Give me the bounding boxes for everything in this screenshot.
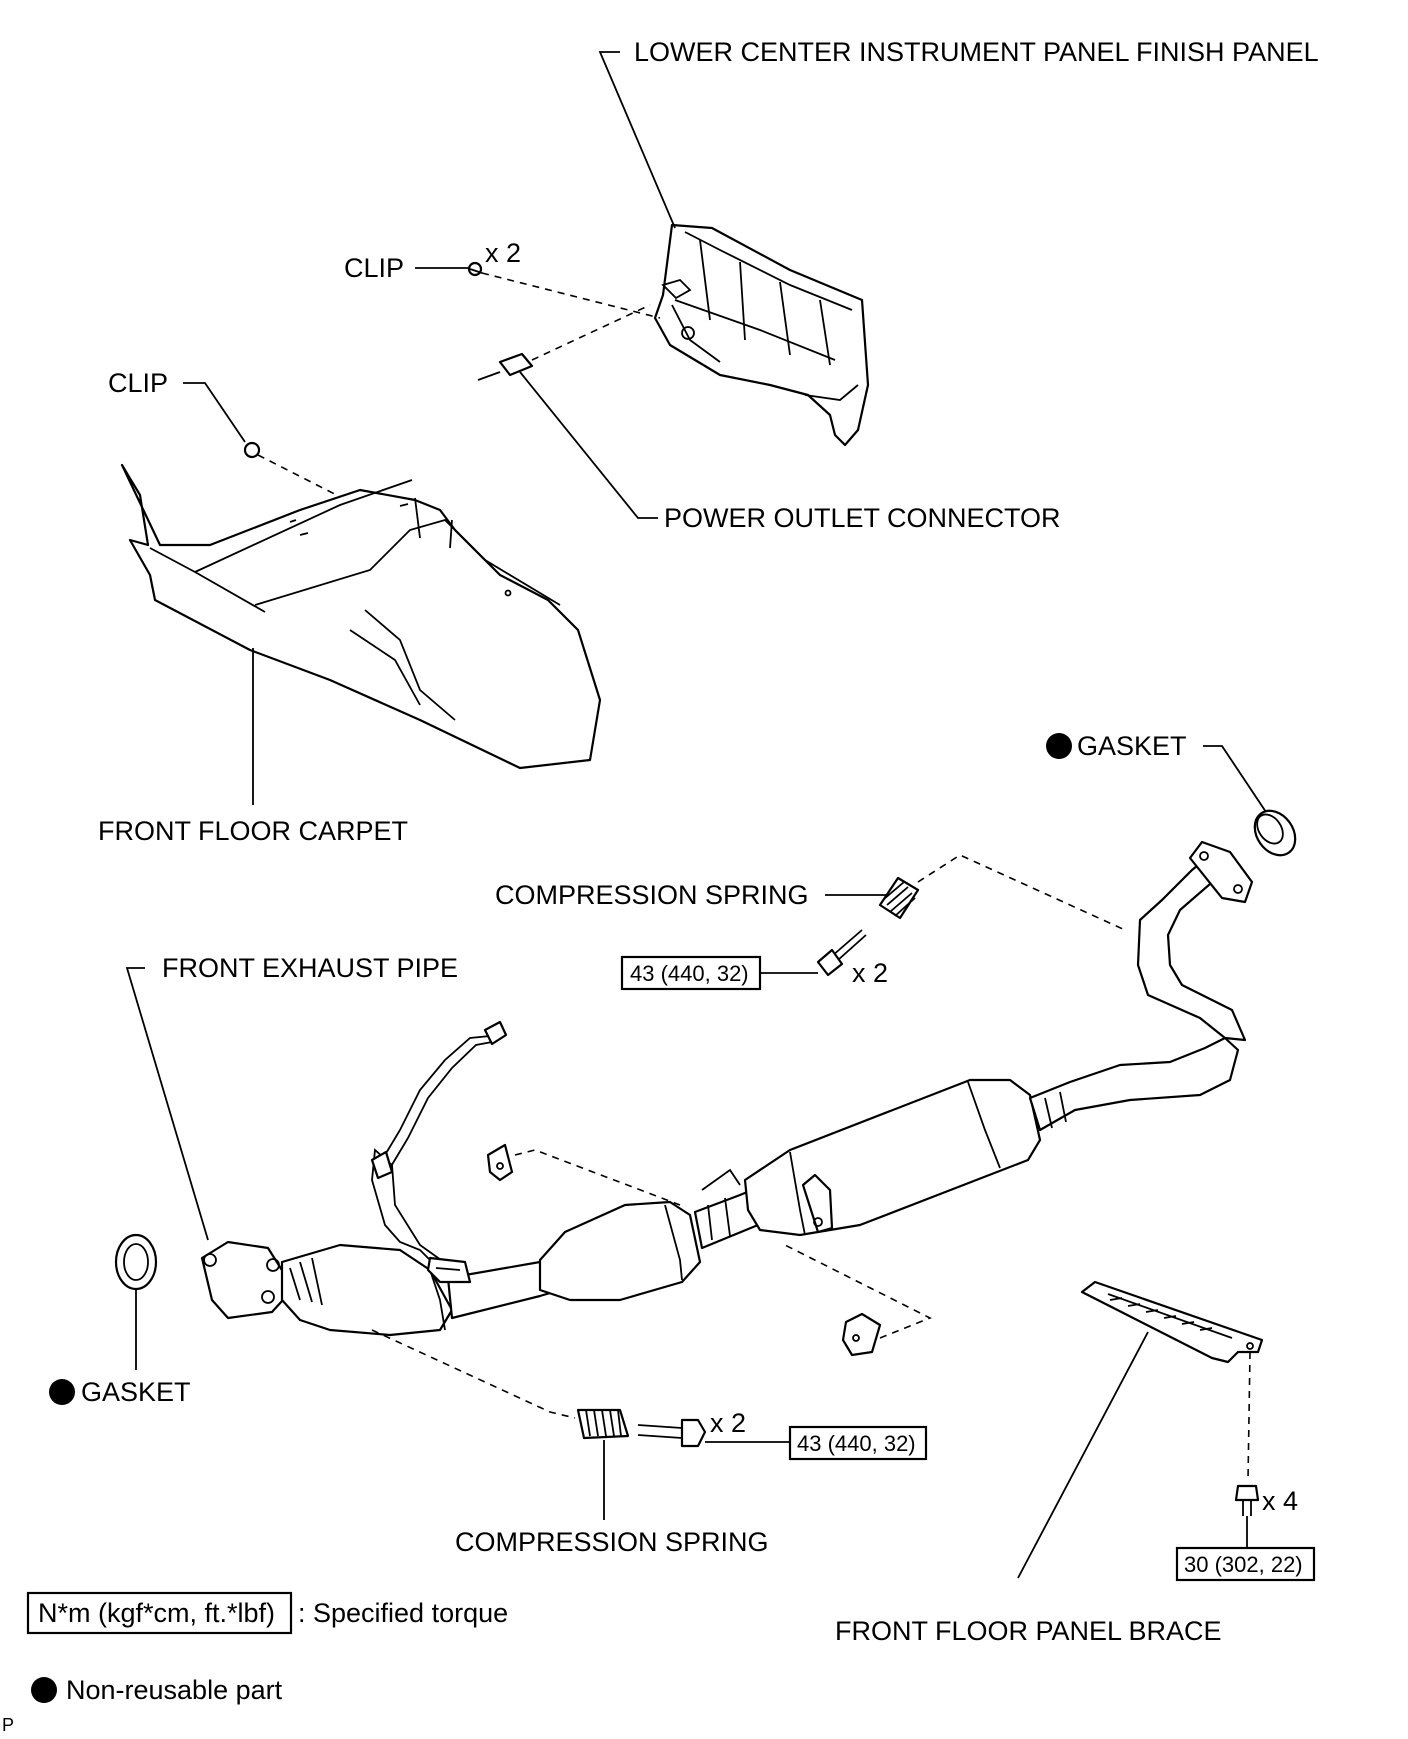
hanger-upper-dashed-guide	[514, 1149, 681, 1206]
clip-left-label: CLIP	[108, 368, 168, 398]
legend-torque-unit: N*m (kgf*cm, ft.*lbf)	[38, 1598, 275, 1628]
gasket-lower-nonreusable-mark	[49, 1379, 75, 1405]
clip-upper-icon	[467, 261, 483, 277]
clip-left-icon	[243, 441, 261, 459]
lower-center-panel-label: LOWER CENTER INSTRUMENT PANEL FINISH PAN…	[634, 37, 1319, 67]
front-floor-carpet-illustration	[120, 463, 602, 770]
legend-torque-box	[26, 1591, 293, 1635]
front-exhaust-pipe-leader	[125, 967, 209, 1241]
clip-upper-quantity: x 2	[485, 238, 521, 268]
front-exhaust-pipe-illustration	[200, 840, 1254, 1337]
compression-spring-lower-icon	[576, 1408, 630, 1440]
gasket-upper-icon	[1253, 809, 1297, 857]
lower-center-panel-illustration	[653, 223, 870, 447]
front-floor-panel-brace-illustration	[1080, 1280, 1264, 1364]
power-outlet-connector-icon	[477, 352, 534, 381]
clip-upper-label: CLIP	[344, 253, 404, 283]
gasket-upper-nonreusable-mark	[1046, 733, 1072, 759]
compression-spring-upper-label: COMPRESSION SPRING	[495, 880, 809, 910]
torque-brace-box	[1175, 1546, 1316, 1582]
corner-mark: P	[2, 1715, 14, 1734]
bolt-lower-quantity: x 2	[710, 1408, 746, 1438]
front-floor-carpet-label: FRONT FLOOR CARPET	[98, 816, 408, 846]
spring-lower-dashed-guide	[371, 1329, 576, 1419]
gasket-lower-icon	[114, 1233, 158, 1291]
bolt-upper-icon	[816, 929, 867, 977]
power-outlet-dashed-guide	[531, 304, 651, 361]
bolt-lower-icon	[637, 1418, 707, 1448]
compression-spring-lower-label: COMPRESSION SPRING	[455, 1527, 769, 1557]
legend-nonreusable-text: Non-reusable part	[66, 1675, 283, 1705]
brace-bolt-dashed-guide	[1247, 1351, 1251, 1481]
front-exhaust-pipe-label: FRONT EXHAUST PIPE	[162, 953, 458, 983]
hanger-lower-dashed-guide	[784, 1244, 932, 1339]
bolt-upper-quantity: x 2	[852, 958, 888, 988]
legend-nonreusable-mark	[31, 1677, 57, 1703]
torque-upper-value: 43 (440, 32)	[630, 961, 749, 986]
compression-spring-upper-icon	[878, 876, 920, 920]
gasket-upper-leader	[1203, 745, 1269, 816]
clip-left-leader	[183, 382, 246, 443]
gasket-upper-label: GASKET	[1077, 731, 1187, 761]
power-outlet-leader	[519, 371, 658, 519]
torque-brace-value: 30 (302, 22)	[1184, 1552, 1303, 1577]
power-outlet-label: POWER OUTLET CONNECTOR	[664, 503, 1061, 533]
legend-torque-text: : Specified torque	[298, 1598, 508, 1628]
clip-upper-dashed-guide	[481, 272, 661, 319]
hanger-upper-icon	[486, 1143, 514, 1182]
bolt-brace-quantity: x 4	[1262, 1486, 1298, 1516]
lower-center-panel-leader	[598, 51, 676, 229]
torque-lower-box	[788, 1425, 928, 1461]
front-floor-panel-brace-leader	[1017, 1331, 1149, 1579]
bolt-brace-icon	[1234, 1484, 1260, 1516]
gasket-lower-label: GASKET	[81, 1377, 191, 1407]
torque-lower-value: 43 (440, 32)	[797, 1431, 916, 1456]
hanger-lower-icon	[841, 1312, 882, 1357]
spring-upper-dashed-guide	[917, 854, 1126, 931]
front-floor-panel-brace-label: FRONT FLOOR PANEL BRACE	[835, 1616, 1222, 1646]
